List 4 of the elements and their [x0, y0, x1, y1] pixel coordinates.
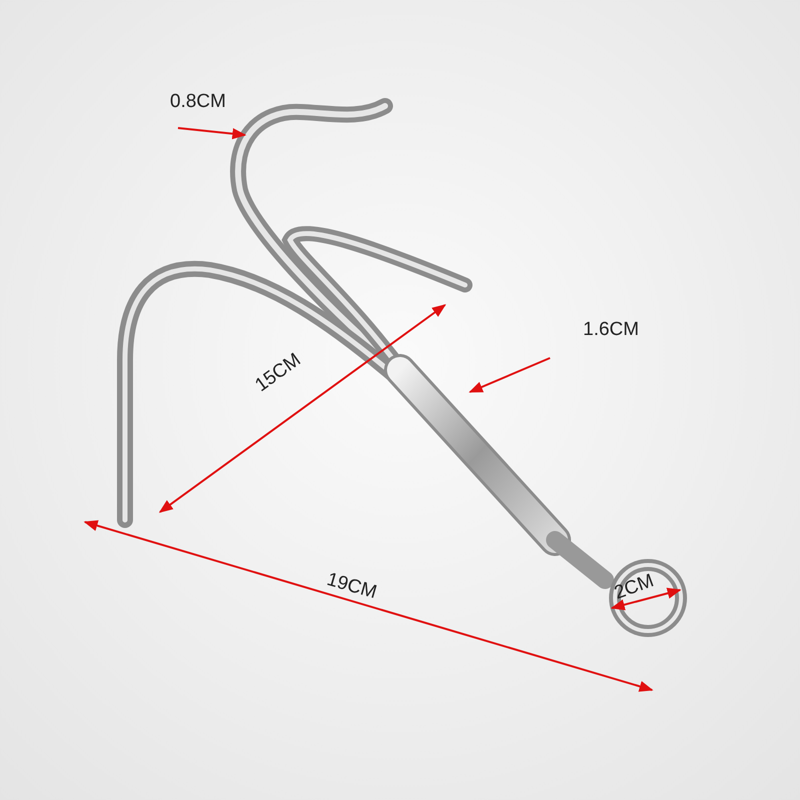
dimension-label: 0.8CM [170, 92, 226, 111]
dimension-label: 1.6CM [583, 320, 639, 339]
dimension-label: 19CM [324, 570, 379, 602]
dimension-label: 2CM [612, 571, 656, 603]
